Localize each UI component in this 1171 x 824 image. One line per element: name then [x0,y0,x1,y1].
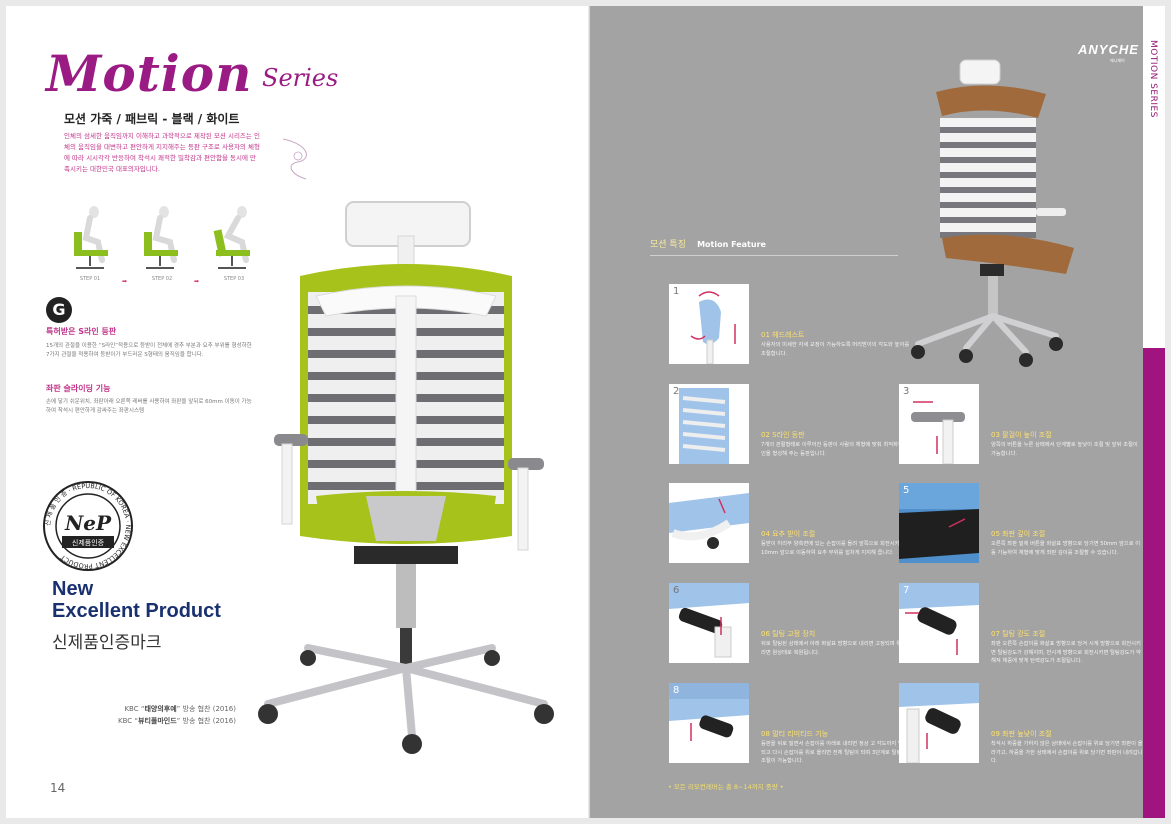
feature-title: 01 헤드레스트 [761,331,805,339]
kbc-show-name: 뷰티풀마인드 [138,717,177,725]
model-title: 모션 가죽 / 패브릭 - 블랙 / 화이트 [64,112,240,126]
kbc-prefix: KBC “ [124,705,145,713]
side-tab-label: MOTION SERIES [1148,40,1158,118]
nep-mark: NeP [64,511,112,535]
swirl-ornament [282,138,307,180]
arrow-right-icon: ➡ [194,278,200,285]
feature-desc: 사용자의 미세한 자세 교정이 가능하도록 머리받이의 각도와 높이를 조절합니… [761,342,910,357]
brand-logo: ANYCHE [1078,42,1139,57]
feature-number: 6 [673,585,680,596]
feature-heading-kr: 모션 특징 [650,240,686,250]
kbc-suffix: ” 방송 협찬 (2016) [176,717,236,725]
patent-g-icon: G [46,297,72,323]
feature-6: 6 06 틸팅 고정 장치 뒤로 틸팅된 상태에서 아래 화살표 방향으로 내리… [669,583,913,665]
new-product-kr: 신제품인증마크 [52,633,162,653]
feature-title: 04 요추 받이 조절 [761,530,816,538]
feature-desc: 뒤로 틸팅된 상태에서 아래 화살표 방향으로 내리면 고정되며 위로 올리면 … [761,641,913,656]
kbc-suffix: ” 방송 협찬 (2016) [176,705,236,713]
feature-8: 8 08 멀티 리미티드 기능 등판을 뒤로 밀면서 손잡이를 아래로 내리면 … [669,683,913,765]
feature-title: 03 팔걸이 높이 조절 [991,431,1052,439]
feature-desc: 등판을 뒤로 밀면서 손잡이를 아래로 내리면 정상 고 각도까지 틸팅이 되고… [761,741,913,764]
feature-photo [669,683,749,763]
feature-desc: 7개의 관절형태로 이루어진 등판이 사람의 체형에 맞춰 최적화된 S라인을 … [761,442,913,457]
feature-2: 2 02 S라인 등판 7개의 관절형태로 이루어진 등판이 사람의 체형에 맞… [669,384,913,466]
feature-desc: 등받이 허리부 양측면에 있는 손잡이를 돌려 앞쪽으로 회전시키면 10mm … [761,541,905,556]
kbc-sponsor-line: KBC “뷰티풀마인드” 방송 협찬 (2016) [102,716,236,726]
side-tab-purple [1143,348,1165,818]
step-label: STEP 01 [79,276,101,282]
feature-number: 1 [673,286,680,297]
step-2: STEP 02 [134,202,190,282]
feature-desc: 좌판 오른쪽 손잡이를 화살표 방향으로 당겨 시계 방향으로 회전시키면 틸팅… [991,641,1141,664]
chair-side-illustration [911,59,1074,367]
feature-title: 07 틸팅 강도 조절 [991,630,1046,638]
feature-number: 2 [673,386,680,397]
step-label: STEP 02 [151,276,173,282]
feature-title: 09 좌판 높낮이 조절 [991,730,1052,738]
new-heading: New [52,578,94,600]
feature-photo [899,683,979,763]
feature-heading: 모션 특징 Motion Feature [650,232,898,256]
feature-title: 02 S라인 등판 [761,431,805,439]
feature-photo [669,583,749,663]
kbc-show-name: 태양의후예 [144,705,177,713]
feature-title: 06 틸팅 고정 장치 [761,630,816,638]
feature-number: 5 [903,485,910,496]
feature-photo [899,483,979,563]
feature-3: 3 03 팔걸이 높이 조절 양쪽의 버튼을 누른 상태에서 단계별로 높낮이 … [899,384,1139,466]
page-number: 14 [50,781,66,795]
series-logo: Series [262,64,339,92]
brand-subtitle: 애니체어 [1110,58,1125,63]
feature-5: 5 05 좌판 깊이 조절 오른쪽 좌판 밑에 버튼을 화살표 방향으로 당기면… [899,483,1140,565]
feature-number: 3 [903,386,910,397]
feature-photo [669,483,749,563]
feature-7: 7 07 틸팅 강도 조절 좌판 오른쪽 손잡이를 화살표 방향으로 당겨 시계… [899,583,1141,665]
excellent-product-heading: Excellent Product [52,600,221,622]
kbc-sponsor-line: KBC “태양의후예” 방송 협찬 (2016) [102,704,236,714]
intro-text: 인체의 섬세한 움직임까지 이해하고 과학적으로 제작된 모션 시리즈는 인체의… [64,132,260,173]
feature-desc: 착석시 하중을 가하지 않은 상태에서 손잡이를 위로 당기면 좌판이 올라가고… [991,741,1143,764]
nep-seal: 신 제 품 인 증 · REPUBLIC OF KOREA · NEW EXCE… [43,481,133,571]
feature-title: 05 좌판 깊이 조절 [991,530,1046,538]
feature-number: 8 [673,685,680,696]
seated-figure-icon [74,206,108,269]
nep-inner-text: 신제품인증 [72,538,105,547]
feature-desc: 양쪽의 버튼을 누른 상태에서 단계별로 높낮이 조절 및 앞뒤 조절이 가능합… [991,442,1138,457]
feature-heading-en: Motion Feature [697,240,766,249]
feature-photo [899,384,979,464]
step-3: STEP 03 [206,202,262,282]
feature-photo [899,583,979,663]
feature-9: 09 좌판 높낮이 조절 착석시 하중을 가하지 않은 상태에서 손잡이를 위로… [899,683,1143,765]
slide-desc: 손에 닿기 쉬운위치, 좌판아래 오른쪽 레버를 사용하여 좌판을 앞뒤로 60… [46,399,252,414]
patent-desc: 15개의 관절을 이용한 “S라인”적용으로 등받이 전체에 경추 부분과 요추… [46,343,252,358]
patent-title: 특허받은 S라인 등판 [46,327,117,336]
right-page: ANYCHE 애니체어 [590,6,1143,818]
feature-photo [669,384,749,464]
feature-4: 04 요추 받이 조절 등받이 허리부 양측면에 있는 손잡이를 돌려 앞쪽으로… [669,483,909,565]
slide-title: 좌판 슬라이딩 기능 [46,384,111,393]
footnote: • 모든 리모컨레버는 총 8~14까지 중량 • [668,783,784,791]
arrow-right-icon: ➡ [122,278,128,285]
seated-figure-icon [144,206,178,269]
kbc-prefix: KBC “ [118,717,139,725]
feature-1: 1 01 헤드레스트 사용자의 미세한 자세 교정이 가능하도록 머리받이의 각… [669,284,909,366]
step-label: STEP 03 [223,276,245,282]
feature-photo [669,284,749,364]
seated-figure-icon [213,206,250,269]
left-page: Motion Series 모션 가죽 / 패브릭 - 블랙 / 화이트 인체의… [6,6,590,818]
motion-logo: Motion [46,44,253,103]
feature-number: 7 [903,585,910,596]
feature-desc: 오른쪽 좌판 밑에 버튼을 화살표 방향으로 당기면 50mm 앞으로 이동 가… [991,541,1141,556]
feature-title: 08 멀티 리미티드 기능 [761,730,829,738]
chair-back-illustration [258,201,554,754]
step-1: STEP 01 [62,202,118,282]
sitting-steps: STEP 01 ➡ STEP 02 ➡ [62,202,262,292]
